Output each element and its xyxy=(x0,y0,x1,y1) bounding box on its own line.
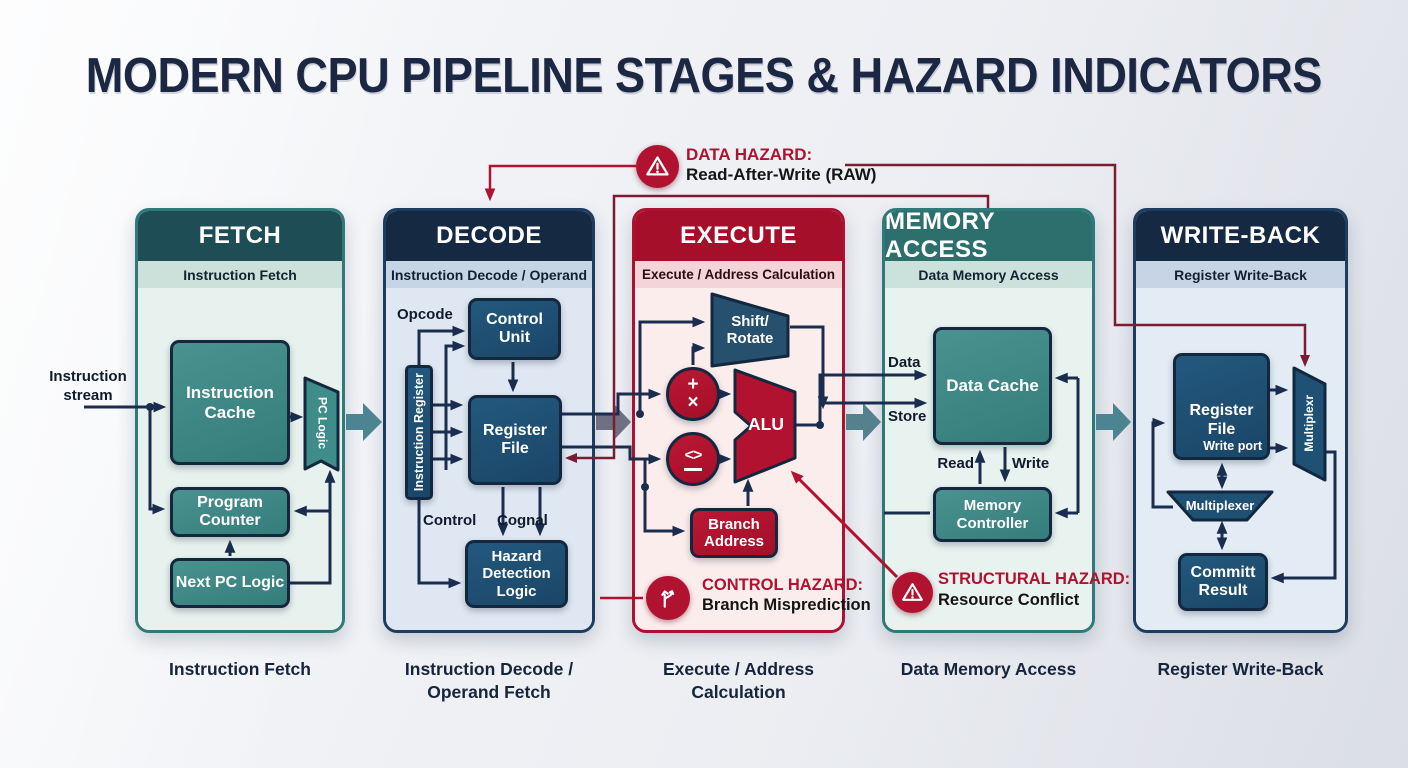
control-hazard-title: CONTROL HAZARD: xyxy=(702,576,864,594)
instruction-register-label: Instruction Register xyxy=(411,373,426,492)
wb-register-file-label: Register File xyxy=(1189,402,1254,438)
stage-header-writeback-label: WRITE-BACK xyxy=(1160,222,1321,249)
compare-symbol: <> xyxy=(684,446,703,464)
stage-subheader-execute-label: Execute / Address Calculation xyxy=(641,267,836,282)
control-label: Control xyxy=(423,512,477,529)
data-cache-label: Data Cache xyxy=(946,376,1039,396)
structural-hazard-subtitle: Resource Conflict xyxy=(938,591,1080,609)
instruction-stream-label: Instruction stream xyxy=(49,368,127,404)
stage-column-execute: EXECUTE Execute / Address Calculation xyxy=(632,208,845,633)
compare-op-circle: <> xyxy=(666,432,720,486)
read-label: Read xyxy=(937,455,974,472)
wb-register-file-block: Register File Write port xyxy=(1173,353,1270,460)
cognal-label: Cognal xyxy=(497,512,548,529)
stage-subheader-execute: Execute / Address Calculation xyxy=(635,261,842,288)
caption-memory: Data Memory Access xyxy=(900,659,1077,679)
caption-writeback: Register Write-Back xyxy=(1157,659,1324,679)
page-title-text: MODERN CPU PIPELINE STAGES & HAZARD INDI… xyxy=(85,49,1323,103)
stage-header-fetch: FETCH xyxy=(138,211,342,261)
committ-result-block: Committ Result xyxy=(1178,553,1268,611)
warning-triangle-icon xyxy=(646,156,669,176)
hazard-detection-logic-label: Hazard Detection Logic xyxy=(482,548,551,600)
data-cache-block: Data Cache xyxy=(933,327,1052,445)
stage-subheader-memory-label: Data Memory Access xyxy=(918,266,1059,283)
control-hazard-badge xyxy=(646,576,690,620)
branch-fork-icon xyxy=(661,590,675,608)
caption-fetch: Instruction Fetch xyxy=(169,659,311,679)
stage-header-decode-label: DECODE xyxy=(436,222,542,249)
next-pc-logic-block: Next PC Logic xyxy=(170,558,290,608)
instruction-cache-block: Instruction Cache xyxy=(170,340,290,465)
control-unit-label: Control Unit xyxy=(486,310,543,346)
stage-subheader-decode: Instruction Decode / Operand xyxy=(386,261,592,288)
multiply-symbol: × xyxy=(687,392,699,413)
structural-hazard-title: STRUCTURAL HAZARD: xyxy=(938,570,1131,588)
opcode-label: Opcode xyxy=(397,306,453,323)
stage-subheader-memory: Data Memory Access xyxy=(885,261,1092,288)
instruction-register-block: Instruction Register xyxy=(405,365,433,500)
compare-underline xyxy=(684,468,702,472)
arrow-memory-to-writeback xyxy=(1096,403,1131,441)
structural-hazard-badge xyxy=(892,572,933,613)
branch-address-label: Branch Address xyxy=(703,515,765,550)
memory-controller-label: Memory Controller xyxy=(956,497,1029,532)
stage-header-memory: MEMORY ACCESS xyxy=(885,208,1092,263)
stage-header-memory-label: MEMORY ACCESS xyxy=(885,208,995,263)
register-file-block: Register File xyxy=(468,395,562,485)
stage-subheader-fetch: Instruction Fetch xyxy=(138,261,342,288)
caption-execute: Execute / Address Calculation xyxy=(662,659,815,702)
next-pc-logic-label: Next PC Logic xyxy=(175,573,285,591)
stage-subheader-fetch-label: Instruction Fetch xyxy=(183,266,297,283)
branch-address-block: Branch Address xyxy=(690,508,778,558)
program-counter-label: Program Counter xyxy=(197,493,263,529)
hazard-detection-logic-block: Hazard Detection Logic xyxy=(465,540,568,608)
arrow-execute-to-memory xyxy=(846,403,881,441)
stage-header-execute-label: EXECUTE xyxy=(680,222,797,249)
stage-header-decode: DECODE xyxy=(386,211,592,261)
data-hazard-badge xyxy=(636,145,679,188)
arith-op-circle: + × xyxy=(666,367,720,421)
memory-controller-block: Memory Controller xyxy=(933,487,1052,542)
data-hazard-title: DATA HAZARD: xyxy=(686,145,813,164)
page-title: MODERN CPU PIPELINE STAGES & HAZARD INDI… xyxy=(0,48,1408,104)
store-label: Store xyxy=(888,408,927,425)
register-file-label: Register File xyxy=(482,421,548,457)
stage-header-execute: EXECUTE xyxy=(635,211,842,261)
data-label: Data xyxy=(888,354,921,371)
data-hazard-subtitle: Read-After-Write (RAW) xyxy=(686,165,877,184)
caption-decode: Instruction Decode / Operand Fetch xyxy=(404,659,574,702)
warning-triangle-icon xyxy=(902,583,923,601)
write-label: Write xyxy=(1012,455,1050,472)
stage-header-writeback: WRITE-BACK xyxy=(1136,211,1345,261)
arrow-fetch-to-decode xyxy=(346,403,382,441)
stage-subheader-writeback-label: Register Write-Back xyxy=(1174,266,1307,283)
write-port-label: Write port xyxy=(1203,438,1262,453)
instruction-cache-label: Instruction Cache xyxy=(186,382,274,422)
stage-subheader-decode-label: Instruction Decode / Operand xyxy=(390,266,588,283)
committ-result-label: Committ Result xyxy=(1190,563,1256,599)
stage-header-fetch-label: FETCH xyxy=(198,222,282,249)
arrow-decode-to-execute xyxy=(596,403,631,441)
control-unit-block: Control Unit xyxy=(468,298,561,360)
control-hazard-subtitle: Branch Misprediction xyxy=(702,596,871,614)
stage-subheader-writeback: Register Write-Back xyxy=(1136,261,1345,288)
program-counter-block: Program Counter xyxy=(170,487,290,537)
